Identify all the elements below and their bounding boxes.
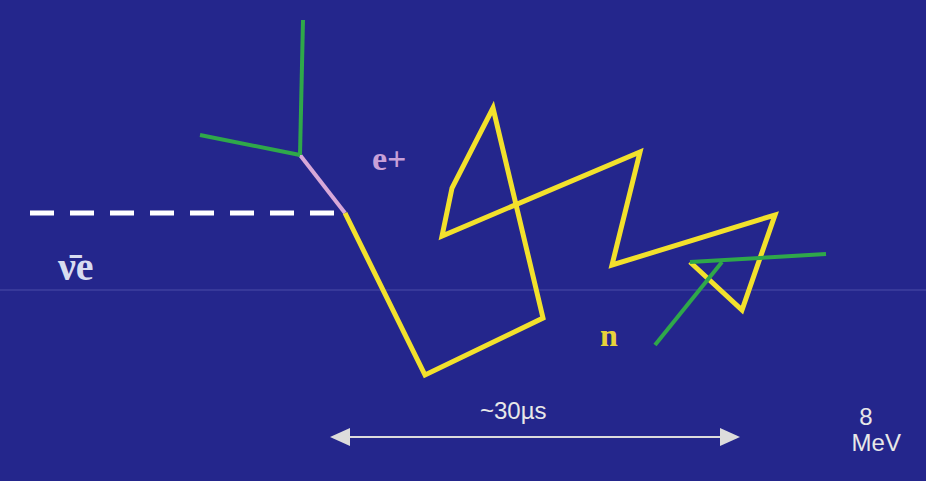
arrow-head <box>720 428 740 446</box>
faint-rule <box>0 290 926 291</box>
capture-gamma <box>690 254 826 262</box>
positron-label: e+ <box>372 140 406 177</box>
antineutrino-track <box>30 211 345 216</box>
antineutrino-label: ν̄e <box>58 245 94 289</box>
annihilation-gamma <box>200 135 300 155</box>
positron-track <box>300 155 345 213</box>
neutron-label: n <box>600 318 618 353</box>
annihilation-gamma <box>300 20 303 155</box>
time-label: ~30µs <box>480 398 547 424</box>
neutron-track <box>345 108 775 375</box>
capture-gamma <box>655 262 722 345</box>
arrow-head <box>330 428 350 446</box>
time-arrow <box>345 436 725 438</box>
energy-label: 8 MeV <box>852 404 881 457</box>
